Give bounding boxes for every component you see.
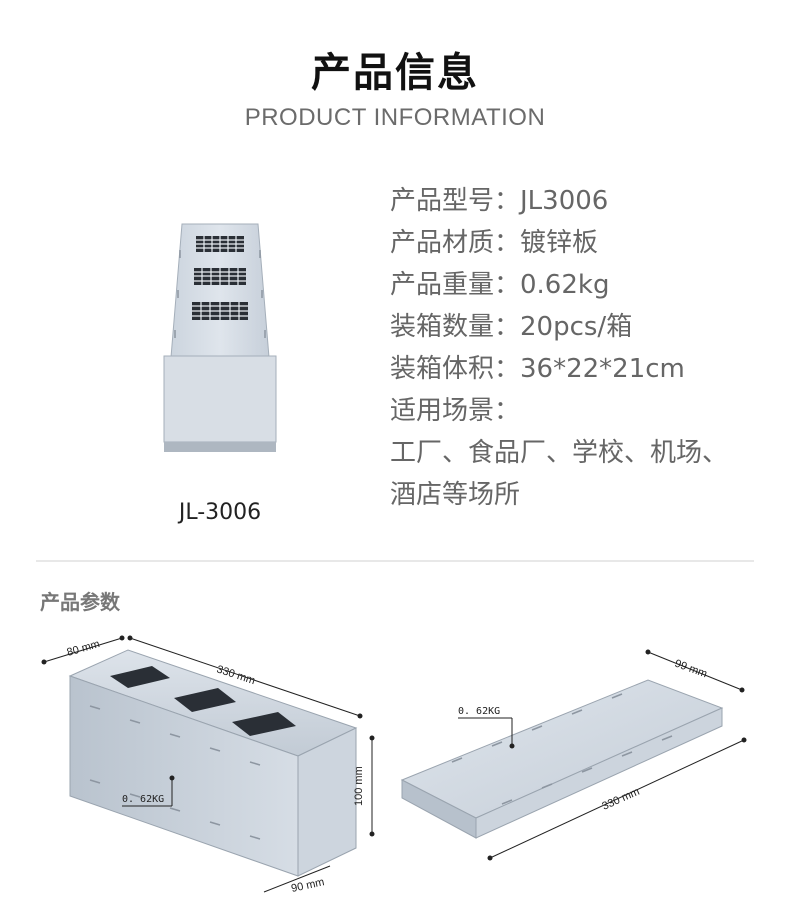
weight-label-left: 0. 62KG <box>122 794 164 805</box>
dimension-length-label-folded: 330 mm <box>600 786 641 813</box>
spec-model: 产品型号：JL3006 <box>390 186 609 216</box>
params-section-title: 产品参数 <box>40 590 120 614</box>
dimension-diagram-assembled: 80 mm 330 mm 100 mm 90 mm 0. 62KG <box>41 635 375 895</box>
spec-usage-line-1: 工厂、食品厂、学校、机场、 <box>390 438 729 468</box>
dimension-bottom-label: 90 mm <box>290 876 325 895</box>
dimension-diagram-folded: 99 mm 330 mm 0. 62KG <box>400 649 747 861</box>
dimension-height-label: 100 mm <box>353 766 365 806</box>
vent-holes-diagram-left <box>110 666 296 736</box>
section-divider <box>36 560 754 562</box>
spec-packing-quantity: 装箱数量：20pcs/箱 <box>390 312 633 342</box>
page-subtitle: PRODUCT INFORMATION <box>244 104 546 131</box>
spec-material: 产品材质：镀锌板 <box>390 228 599 258</box>
dimension-width-label: 80 mm <box>66 638 102 659</box>
model-caption: JL-3006 <box>178 500 262 525</box>
page-title: 产品信息 <box>311 50 479 96</box>
spec-usage-label: 适用场景： <box>390 396 521 426</box>
spec-packing-volume: 装箱体积：36*22*21cm <box>390 354 685 384</box>
product-photo <box>163 223 277 452</box>
weight-label-right: 0. 62KG <box>458 706 500 717</box>
dimension-width-label-folded: 99 mm <box>673 658 709 681</box>
spec-list: 产品型号：JL3006 产品材质：镀锌板 产品重量：0.62kg 装箱数量：20… <box>390 180 770 516</box>
spec-weight: 产品重量：0.62kg <box>390 270 610 300</box>
spec-usage-line-2: 酒店等场所 <box>390 480 521 510</box>
